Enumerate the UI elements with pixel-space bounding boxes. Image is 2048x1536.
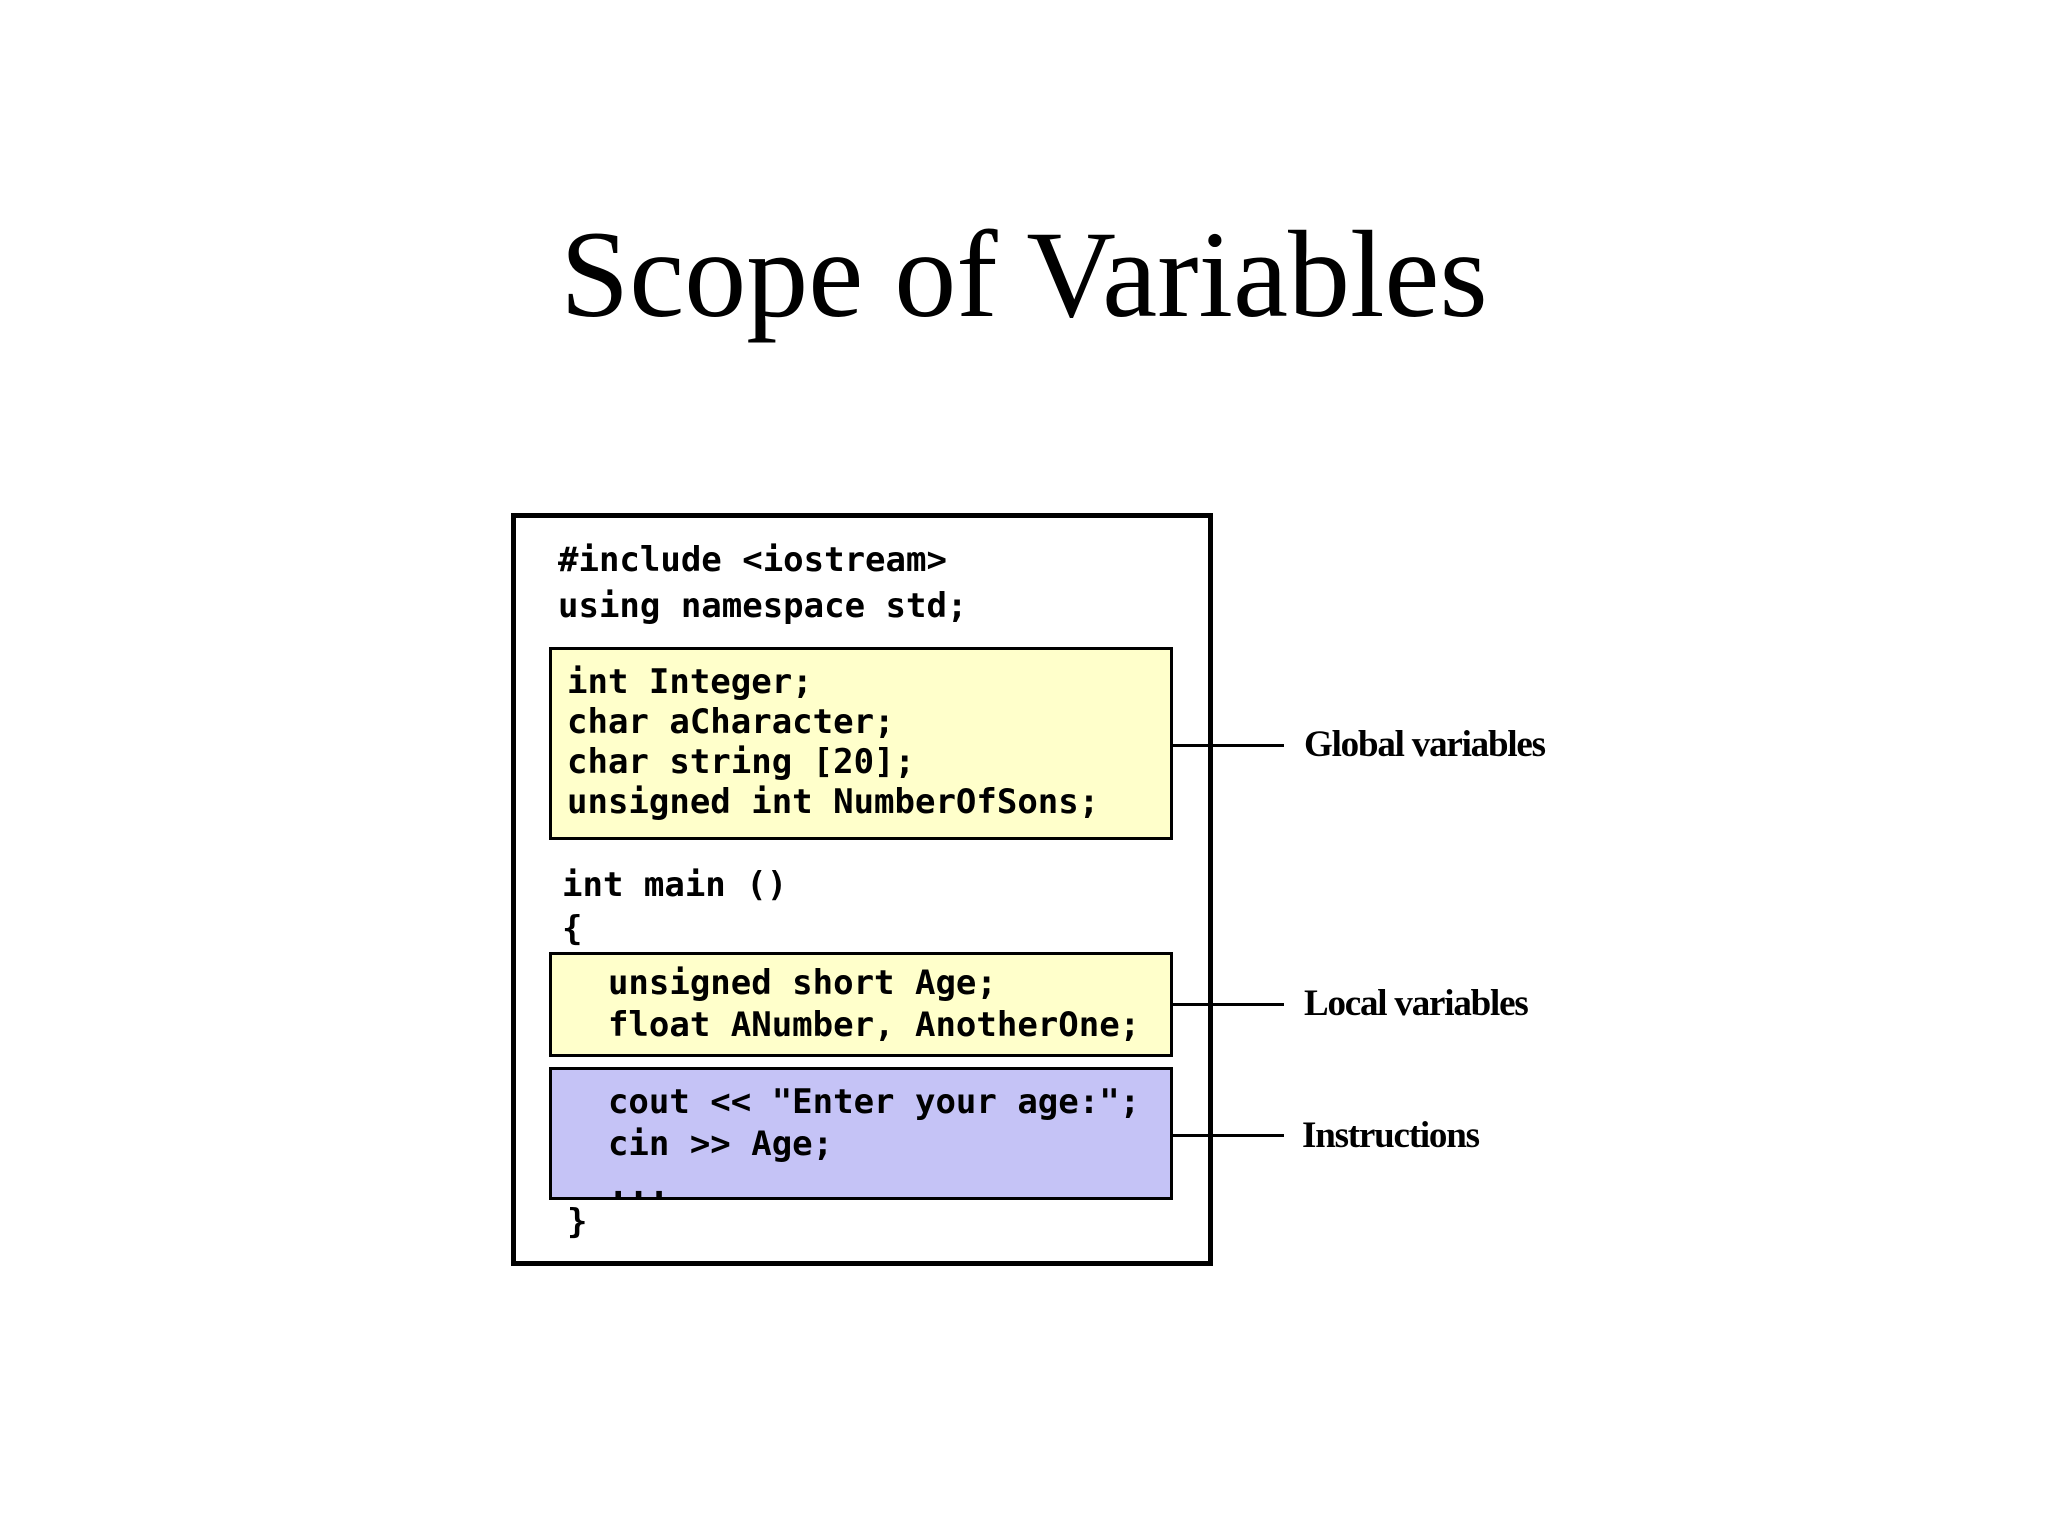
code-line-unsigned-int: unsigned int NumberOfSons; <box>567 782 1100 822</box>
code-line-char-acharacter: char aCharacter; <box>567 702 895 742</box>
code-line-unsigned-short-age: unsigned short Age; <box>567 963 997 1003</box>
code-line-cin: cin >> Age; <box>567 1124 834 1164</box>
annotation-global-variables: Global variables <box>1304 724 1546 765</box>
code-line-float-anumber: float ANumber, AnotherOne; <box>567 1005 1141 1045</box>
code-line-open-brace: { <box>562 909 583 949</box>
code-line-cout: cout << "Enter your age:"; <box>567 1082 1141 1122</box>
leader-line-local-variables <box>1173 1003 1284 1006</box>
code-line-int-integer: int Integer; <box>567 662 813 702</box>
annotation-instructions: Instructions <box>1302 1115 1480 1156</box>
code-line-char-string: char string [20]; <box>567 742 915 782</box>
code-line-close-brace: } <box>567 1202 588 1242</box>
code-line-include: #include <iostream> <box>558 540 947 580</box>
leader-line-global-variables <box>1173 744 1284 747</box>
slide-title: Scope of Variables <box>560 206 1488 343</box>
global-variables-block: int Integer; char aCharacter; char strin… <box>549 647 1173 840</box>
code-line-using-namespace: using namespace std; <box>558 586 968 626</box>
code-line-ellipsis: ... <box>567 1166 670 1206</box>
annotation-local-variables: Local variables <box>1304 983 1529 1024</box>
instructions-block: cout << "Enter your age:"; cin >> Age; .… <box>549 1067 1173 1206</box>
code-diagram-box: #include <iostream> using namespace std;… <box>511 513 1213 1266</box>
code-line-int-main: int main () <box>562 865 788 905</box>
leader-line-instructions <box>1173 1134 1284 1137</box>
local-variables-block: unsigned short Age; float ANumber, Anoth… <box>549 952 1173 1057</box>
